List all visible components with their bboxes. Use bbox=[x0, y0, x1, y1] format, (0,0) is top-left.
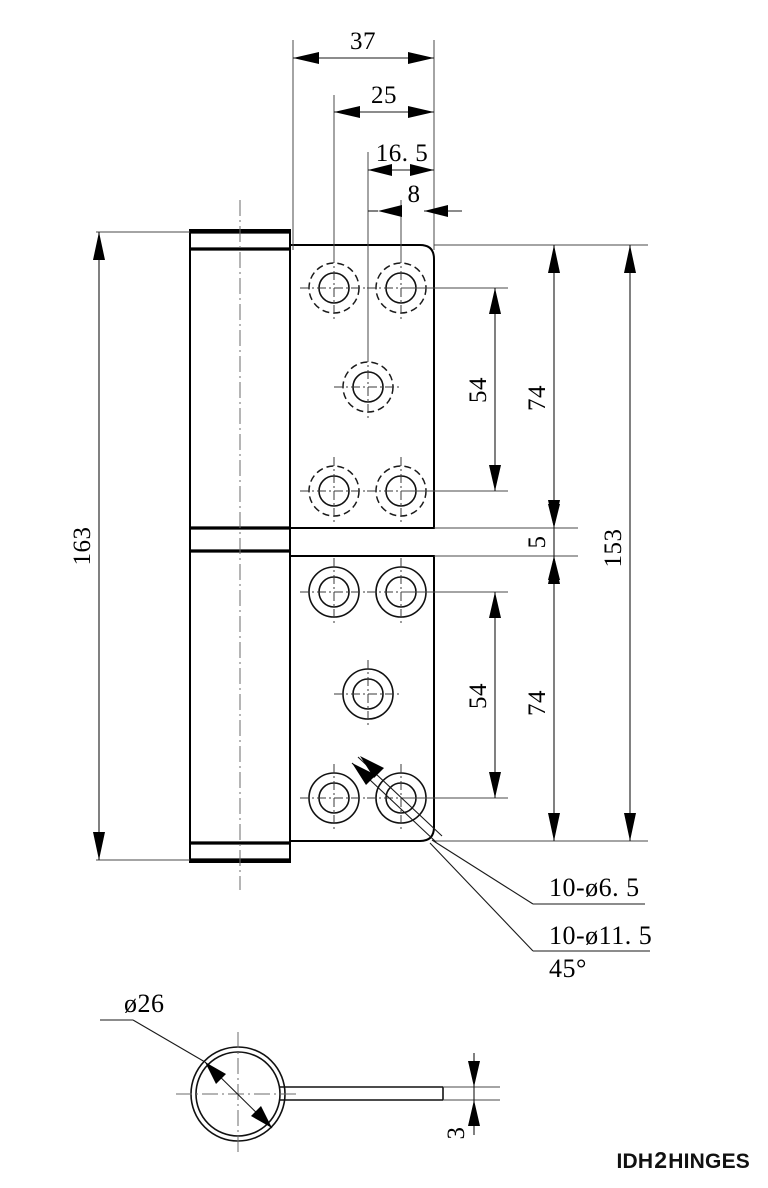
watermark-logo: IDH2HINGES bbox=[617, 1147, 750, 1174]
dim-label-thickness-3: 3 bbox=[443, 1127, 470, 1140]
dim-label-74-lower: 74 bbox=[524, 690, 551, 716]
upper-hole-top-left bbox=[300, 254, 368, 322]
annotation-countersink-angle: 45° bbox=[549, 954, 587, 983]
lower-hole-middle bbox=[334, 660, 402, 728]
annotation-knuckle-diameter: ø26 bbox=[124, 989, 165, 1018]
dim-label-8: 8 bbox=[408, 181, 421, 208]
dim-label-153: 153 bbox=[600, 529, 627, 568]
dim-25: 25 bbox=[334, 82, 434, 118]
dim-153: 153 bbox=[600, 245, 636, 841]
dim-label-5: 5 bbox=[524, 536, 551, 549]
dim-label-54-lower: 54 bbox=[465, 683, 492, 709]
watermark-prefix: IDH bbox=[616, 1150, 654, 1173]
leader-to-pilot-callout bbox=[431, 839, 534, 905]
watermark-number: 2 bbox=[654, 1147, 668, 1173]
thickness-arrow-top bbox=[468, 1061, 480, 1087]
upper-hole-middle bbox=[334, 353, 402, 421]
dim-16-5: 16. 5 bbox=[368, 140, 434, 176]
leader-to-csk-callout bbox=[429, 842, 534, 952]
dim-74-lower: 74 bbox=[524, 556, 560, 841]
leader-arrow-b bbox=[360, 756, 384, 778]
lower-hole-top-left bbox=[300, 558, 368, 626]
dim-74-upper: 74 bbox=[524, 245, 560, 528]
dim-label-54-upper: 54 bbox=[465, 377, 492, 403]
dim-54-upper: 54 bbox=[465, 288, 501, 491]
right-dimension-group: 54 74 5 54 bbox=[401, 244, 648, 842]
dim-37: 37 bbox=[293, 28, 434, 64]
diameter-arrow-bottom bbox=[251, 1106, 272, 1128]
upper-leaf-plate bbox=[289, 244, 435, 529]
diameter-arrow-top bbox=[205, 1062, 226, 1084]
dim-label-74-upper: 74 bbox=[524, 385, 551, 411]
dim-8: 8 bbox=[368, 181, 462, 217]
dim-label-25: 25 bbox=[371, 82, 397, 109]
dim-label-16-5: 16. 5 bbox=[376, 140, 429, 167]
annotation-countersink: 10-ø11. 5 bbox=[549, 921, 652, 950]
thickness-arrow-bottom bbox=[468, 1100, 480, 1126]
leader-diameter-26-tail bbox=[132, 1019, 206, 1063]
lower-hole-bottom-left bbox=[300, 764, 368, 832]
upper-hole-bottom-left bbox=[300, 457, 368, 525]
hole-callout-group: 10-ø6. 5 10-ø11. 5 45° bbox=[351, 756, 652, 983]
bottom-detail-view-group: ø26 3 bbox=[100, 989, 500, 1156]
knuckle-barrel-group bbox=[189, 200, 291, 890]
top-dimension-group: 37 25 16. 5 8 bbox=[292, 28, 462, 362]
left-dimension-group: 163 bbox=[69, 231, 190, 861]
dim-label-37: 37 bbox=[350, 28, 376, 55]
dim-54-lower: 54 bbox=[465, 592, 501, 798]
leader-arrow-a bbox=[352, 763, 376, 785]
watermark-suffix: HINGES bbox=[668, 1150, 750, 1173]
annotation-pilot-hole: 10-ø6. 5 bbox=[549, 873, 640, 902]
upper-leaf-group bbox=[289, 244, 435, 529]
dim-label-163: 163 bbox=[69, 527, 96, 566]
